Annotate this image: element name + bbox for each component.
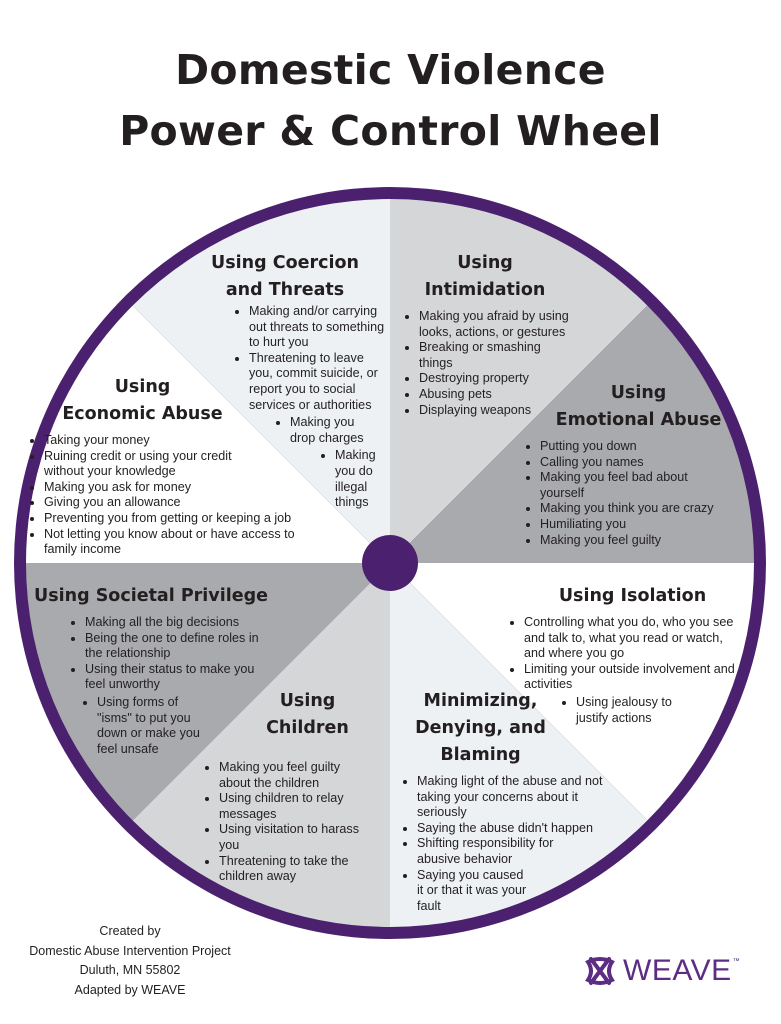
list-item: Giving you an allowance: [44, 495, 334, 511]
list-item: Threatening to leave you, commit suicide…: [249, 351, 390, 413]
segment-economic: Using Economic Abuse Taking your money R…: [30, 374, 330, 558]
list-item: Using their status to make you feel unwo…: [85, 662, 265, 693]
credit-line: Domestic Abuse Intervention Project: [29, 943, 231, 958]
list-item: Making you ask for money: [44, 480, 334, 496]
list-item: Making you feel guilty: [540, 533, 730, 549]
segment-title: Using Intimidation: [424, 253, 546, 300]
list-item: Saying you caused it or that it was your…: [417, 868, 532, 915]
logo-text: WEAVE: [623, 954, 732, 987]
weave-logo: WEAVE ™: [583, 954, 740, 988]
segment-title: Using Isolation: [558, 586, 707, 606]
title-line-1: Domestic Violence: [175, 46, 606, 94]
wheel-hub: [362, 535, 418, 591]
segment-title: Using Children: [266, 691, 349, 738]
weave-knot-icon: [585, 957, 615, 985]
segment-title: Using Emotional Abuse: [555, 383, 722, 430]
segment-minimizing: Minimizing, Denying, and Blaming Making …: [398, 688, 608, 914]
segment-emotional: Using Emotional Abuse Putting you down C…: [521, 380, 756, 548]
segment-isolation: Using Isolation Controlling what you do,…: [505, 583, 750, 726]
wedge-minimizing: [390, 563, 648, 928]
list-item: Making you afraid by using looks, action…: [419, 309, 569, 340]
wheel-wedges: [26, 198, 754, 928]
list-item: Being the one to define roles in the rel…: [85, 631, 265, 662]
credit-line: Duluth, MN 55802: [79, 963, 181, 977]
title-line-2: Power & Control Wheel: [119, 107, 662, 155]
segment-privilege: Using Societal Privilege Making all the …: [30, 583, 280, 757]
list-item: Making you think you are crazy: [540, 501, 730, 517]
segment-title: Using Coercion and Threats: [211, 253, 359, 300]
segment-coercion: Using Coercion and Threats: [200, 250, 370, 304]
list-item: Destroying property: [419, 371, 569, 387]
list-item: Making you feel guilty about the childre…: [219, 760, 369, 791]
list-item: Limiting your outside involvement and ac…: [524, 662, 739, 693]
list-item: Displaying weapons: [419, 403, 569, 419]
coercion-list: Making and/or carrying out threats to so…: [230, 304, 390, 511]
list-item: Using jealousy to justify actions: [576, 695, 696, 726]
credit-line: Adapted by WEAVE: [74, 982, 186, 997]
wedge-economic: [26, 305, 390, 563]
list-item: Preventing you from getting or keeping a…: [44, 511, 334, 527]
list-item: Saying the abuse didn't happen: [417, 821, 608, 837]
list-item: Making light of the abuse and not taking…: [417, 774, 608, 821]
list-item: Using forms of "isms" to put you down or…: [97, 695, 207, 757]
list-item: Making and/or carrying out threats to so…: [249, 304, 390, 351]
segment-children: Using Children Making you feel guilty ab…: [200, 688, 375, 885]
segment-intimidation: Using Intimidation Making you afraid by …: [400, 250, 570, 418]
logo-trademark: ™: [732, 958, 740, 965]
list-item: Not letting you know about or have acces…: [44, 527, 319, 558]
list-item: Shifting responsibility for abusive beha…: [417, 836, 567, 867]
list-item: Humiliating you: [540, 517, 730, 533]
segment-title: Using Societal Privilege: [34, 586, 268, 606]
list-item: Making you feel bad about yourself: [540, 470, 730, 501]
list-item: Using visitation to harass you: [219, 822, 369, 853]
wedge-children: [132, 563, 391, 927]
list-item: Making all the big decisions: [85, 615, 265, 631]
list-item: Using children to relay messages: [219, 791, 369, 822]
credit-block: Created by Domestic Abuse Intervention P…: [10, 922, 250, 1000]
segment-title: Using Economic Abuse: [62, 377, 223, 424]
wedge-emotional: [390, 305, 754, 563]
list-item: Abusing pets: [419, 387, 569, 403]
wedge-isolation: [390, 563, 754, 821]
list-item: Ruining credit or using your credit with…: [44, 449, 259, 480]
list-item: Taking your money: [44, 433, 334, 449]
list-item: Threatening to take the children away: [219, 854, 369, 885]
wedge-coercion: [132, 198, 391, 563]
credit-line: Created by: [99, 924, 161, 938]
list-item: Making you drop charges: [290, 415, 365, 446]
list-item: Putting you down: [540, 439, 730, 455]
list-item: Controlling what you do, who you see and…: [524, 615, 739, 662]
list-item: Breaking or smashing things: [419, 340, 569, 371]
list-item: Calling you names: [540, 455, 730, 471]
wedge-privilege: [26, 563, 390, 821]
list-item: Making you do illegal things: [335, 448, 379, 510]
wedge-intimidation: [390, 199, 648, 563]
segment-title: Minimizing, Denying, and Blaming: [415, 691, 546, 765]
